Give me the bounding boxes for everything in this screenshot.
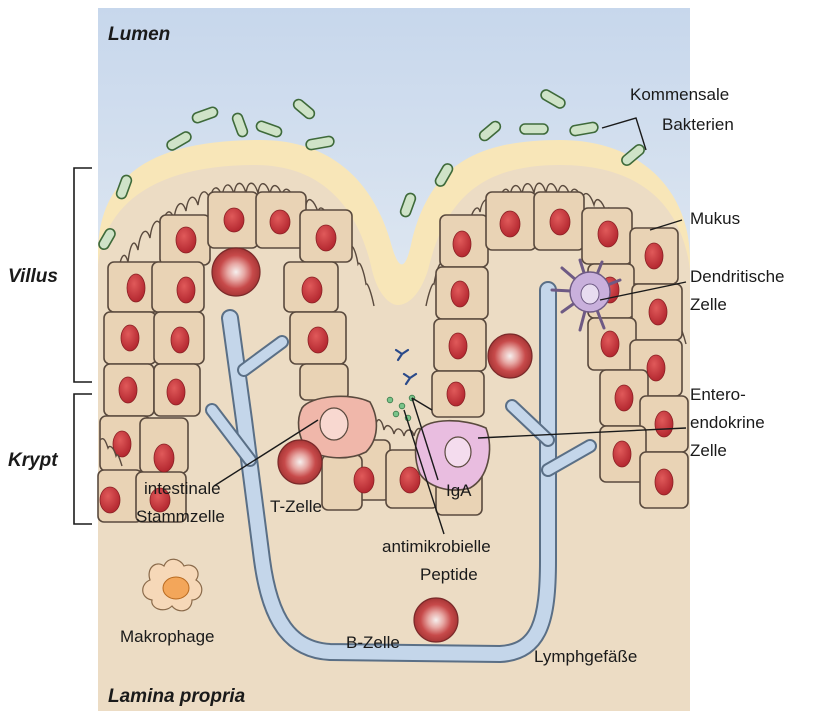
makrophage-label: Makrophage: [120, 627, 215, 646]
dendritic-label-2: Zelle: [690, 295, 727, 314]
villus-bracket: [74, 168, 92, 382]
commensal-label-2: Bakterien: [662, 115, 734, 134]
bcell-label: B-Zelle: [346, 633, 400, 652]
commensal-label-1: Kommensale: [630, 85, 729, 104]
iga-label: IgA: [446, 481, 472, 500]
mukus-label: Mukus: [690, 209, 740, 228]
stem-label-2: Stammzelle: [136, 507, 225, 526]
krypt-bracket: [74, 394, 92, 524]
dendritic-label-1: Dendritische: [690, 267, 785, 286]
amp-label-1: antimikrobielle: [382, 537, 491, 556]
amp-label-2: Peptide: [420, 565, 478, 584]
lamina-propria-label: Lamina propria: [108, 686, 246, 707]
tcell-label: T-Zelle: [270, 497, 322, 516]
stem-label-1: intestinale: [144, 479, 221, 498]
villus-label: Villus: [8, 266, 58, 287]
entero-label-2: endokrine: [690, 413, 765, 432]
lumen-label: Lumen: [108, 24, 170, 45]
lymph-label: Lymphgefäße: [534, 647, 637, 666]
entero-label-3: Zelle: [690, 441, 727, 460]
krypt-label: Krypt: [8, 450, 58, 471]
entero-label-1: Entero-: [690, 385, 746, 404]
